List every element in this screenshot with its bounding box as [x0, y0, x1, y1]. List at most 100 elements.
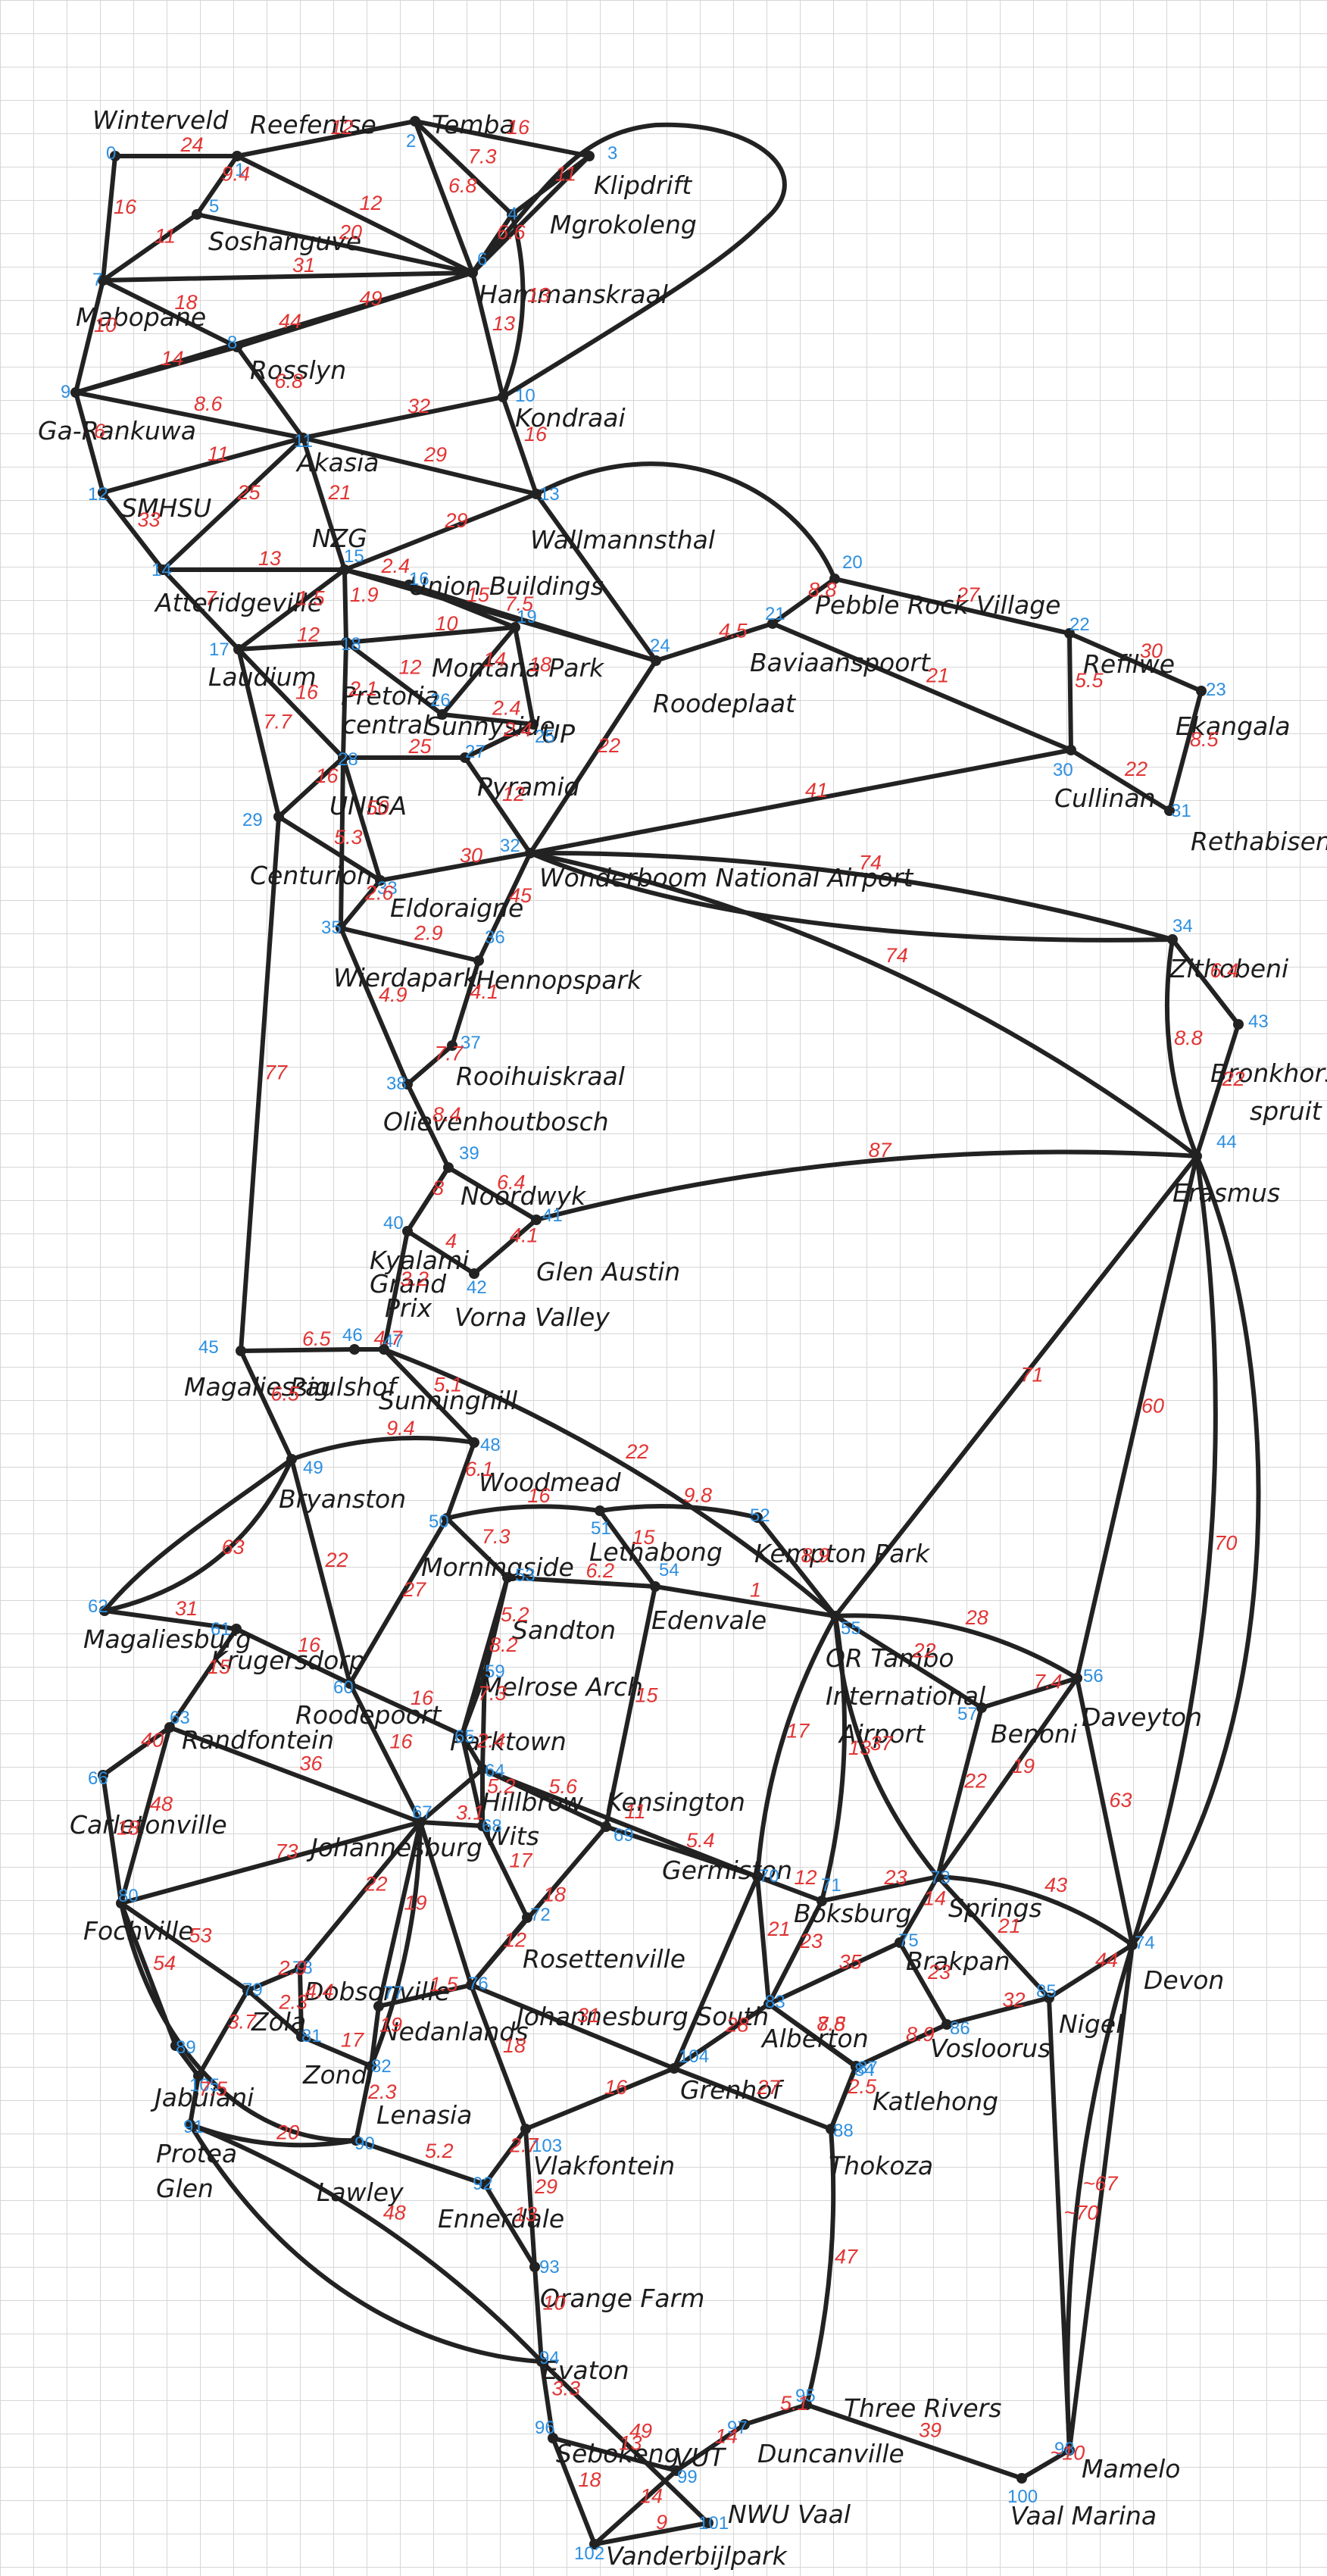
node-59[interactable] [479, 1669, 490, 1680]
node-57[interactable] [976, 1702, 987, 1713]
node-40[interactable] [402, 1226, 413, 1236]
node-4[interactable] [507, 209, 517, 220]
node-100[interactable] [1016, 2473, 1027, 2484]
node-46[interactable] [349, 1344, 360, 1355]
node-75[interactable] [895, 1937, 905, 1948]
node-98[interactable] [1064, 2445, 1075, 2456]
node-22[interactable] [1064, 628, 1075, 639]
node-26[interactable] [437, 709, 448, 720]
node-77[interactable] [373, 2001, 384, 2012]
node-51[interactable] [595, 1505, 605, 1516]
node-50[interactable] [442, 1513, 452, 1524]
node-38[interactable] [402, 1079, 413, 1089]
node-44[interactable] [1191, 1151, 1202, 1161]
node-82[interactable] [366, 2061, 376, 2071]
node-28[interactable] [338, 752, 348, 763]
node-94[interactable] [536, 2356, 547, 2367]
node-29[interactable] [273, 811, 284, 822]
node-21[interactable] [767, 618, 778, 629]
node-76[interactable] [466, 1980, 476, 1990]
node-95[interactable] [801, 2399, 812, 2410]
node-30[interactable] [1066, 745, 1076, 755]
node-15[interactable] [339, 564, 350, 575]
node-39[interactable] [443, 1162, 454, 1173]
node-7[interactable] [98, 275, 108, 286]
node-41[interactable] [531, 1215, 542, 1225]
node-71[interactable] [816, 1896, 827, 1906]
node-64[interactable] [477, 1764, 488, 1774]
node-47[interactable] [379, 1344, 389, 1355]
node-78[interactable] [295, 1963, 305, 1974]
node-60[interactable] [345, 1678, 355, 1689]
node-86[interactable] [941, 2019, 952, 2030]
node-55[interactable] [830, 1611, 841, 1621]
node-43[interactable] [1233, 1019, 1244, 1030]
node-12[interactable] [98, 487, 108, 498]
node-18[interactable] [341, 637, 351, 648]
node-92[interactable] [479, 2179, 490, 2190]
node-56[interactable] [1072, 1673, 1082, 1683]
node-9[interactable] [70, 387, 81, 398]
node-73[interactable] [932, 1871, 943, 1882]
node-96[interactable] [548, 2433, 558, 2443]
node-52[interactable] [752, 1512, 763, 1523]
node-63[interactable] [164, 1722, 175, 1733]
node-104[interactable] [669, 2063, 679, 2074]
node-25[interactable] [528, 719, 539, 730]
node-14[interactable] [158, 564, 168, 575]
node-83[interactable] [763, 1999, 774, 2009]
node-20[interactable] [829, 574, 840, 584]
node-74[interactable] [1127, 1940, 1138, 1950]
node-5[interactable] [192, 209, 202, 220]
node-97[interactable] [739, 2419, 750, 2430]
node-27[interactable] [460, 752, 470, 763]
node-91[interactable] [185, 2119, 195, 2130]
node-17[interactable] [233, 644, 244, 655]
node-33[interactable] [375, 875, 386, 886]
node-37[interactable] [447, 1040, 457, 1051]
node-87[interactable] [851, 2062, 861, 2072]
node-69[interactable] [601, 1821, 611, 1832]
node-103[interactable] [520, 2124, 531, 2134]
node-19[interactable] [510, 622, 520, 633]
node-62[interactable] [99, 1605, 110, 1616]
node-89[interactable] [170, 2040, 181, 2051]
node-65[interactable] [457, 1730, 467, 1740]
node-66[interactable] [98, 1770, 108, 1780]
node-31[interactable] [1164, 805, 1175, 816]
node-34[interactable] [1167, 934, 1178, 945]
node-23[interactable] [1196, 686, 1207, 696]
node-80[interactable] [116, 1898, 126, 1909]
node-49[interactable] [286, 1454, 297, 1465]
node-24[interactable] [651, 655, 661, 666]
node-88[interactable] [826, 2124, 836, 2134]
node-48[interactable] [469, 1437, 479, 1448]
node-79[interactable] [242, 1985, 253, 1996]
node-36[interactable] [473, 955, 484, 966]
node-72[interactable] [522, 1912, 532, 1923]
node-6[interactable] [467, 267, 478, 278]
node-45[interactable] [236, 1346, 246, 1356]
node-81[interactable] [296, 2031, 307, 2042]
node-93[interactable] [529, 2262, 540, 2272]
node-11[interactable] [298, 433, 308, 443]
node-32[interactable] [525, 848, 535, 858]
node-68[interactable] [477, 1821, 488, 1831]
node-1[interactable] [232, 151, 242, 161]
node-61[interactable] [231, 1624, 242, 1634]
node-67[interactable] [415, 1817, 426, 1827]
node-85[interactable] [1044, 1993, 1054, 2003]
node-70[interactable] [752, 1871, 763, 1882]
node-53[interactable] [502, 1572, 513, 1583]
node-90[interactable] [351, 2135, 361, 2146]
node-99[interactable] [671, 2465, 682, 2476]
node-102[interactable] [589, 2539, 600, 2549]
node-2[interactable] [410, 116, 420, 127]
node-35[interactable] [336, 923, 346, 933]
node-3[interactable] [584, 151, 595, 161]
node-54[interactable] [650, 1581, 660, 1592]
node-10[interactable] [498, 392, 508, 402]
node-13[interactable] [531, 489, 542, 499]
node-42[interactable] [469, 1268, 479, 1279]
node-16[interactable] [404, 580, 414, 590]
